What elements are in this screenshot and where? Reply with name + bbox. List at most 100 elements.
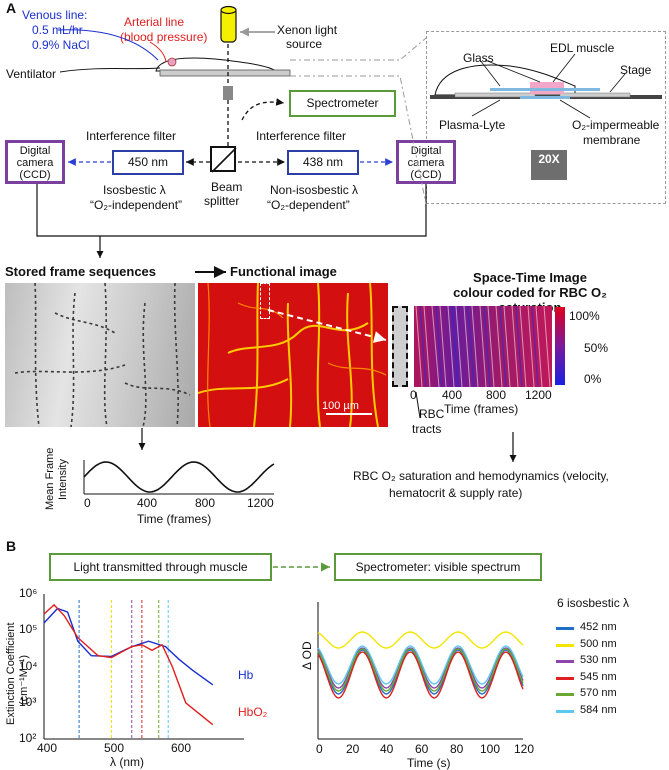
rbc-summary-1: RBC O₂ saturation and hemodynamics (velo… xyxy=(353,469,609,483)
inset-connector-top xyxy=(290,37,427,61)
mf-x-tick-0: 0 xyxy=(84,496,91,510)
legend-swatch xyxy=(556,643,574,647)
scale-bar xyxy=(326,413,372,415)
spectrometer-path xyxy=(241,98,285,121)
od-x-tick-0: 0 xyxy=(316,742,323,756)
space-time-roi xyxy=(392,306,408,387)
space-time-streaks xyxy=(415,306,551,387)
arterial-line-label-1: Arterial line xyxy=(124,15,185,29)
ventilator-label: Ventilator xyxy=(6,67,57,81)
roi-to-space-time-arrow xyxy=(267,309,387,343)
xenon-label-2: source xyxy=(286,37,323,51)
functional-vessels xyxy=(198,283,387,427)
spec-box-label: Spectrometer: visible spectrum xyxy=(355,560,521,574)
od-x-tick-40: 40 xyxy=(380,742,394,756)
right-filter-value: 438 nm xyxy=(302,155,344,169)
st-x-tick-800: 800 xyxy=(486,388,507,402)
panel-a-letter: A xyxy=(6,0,17,16)
right-lambda-2: “O₂-dependent” xyxy=(267,198,350,212)
left-lambda-2: “O₂-independent” xyxy=(90,198,183,212)
colorbar xyxy=(555,307,565,385)
right-camera-l1: Digital xyxy=(410,145,442,157)
legend-label: 452 nm xyxy=(580,621,617,633)
right-camera-l3: (CCD) xyxy=(410,169,442,181)
left-camera-l2: camera xyxy=(16,157,54,169)
arterial-line-tube xyxy=(149,41,167,63)
st-x-tick-0: 0 xyxy=(410,388,417,402)
space-time-title-1: Space-Time Image xyxy=(473,270,587,285)
spectrometer-label: Spectrometer xyxy=(306,96,379,110)
objective-label: 20X xyxy=(538,152,560,166)
camera-combine-line xyxy=(36,184,427,237)
inset-connector-bottom xyxy=(290,75,427,205)
legend-swatch xyxy=(556,709,574,713)
beam-splitter-diagonal xyxy=(211,147,237,173)
hb-curve xyxy=(43,607,214,686)
od-curve xyxy=(317,648,524,692)
inset-stage-label: Stage xyxy=(620,63,652,77)
venous-line-label-2: 0.5 mL/hr xyxy=(32,23,83,37)
extinction-plot xyxy=(43,594,244,740)
mf-x-tick-1200: 1200 xyxy=(247,496,274,510)
left-filter-box: 450 nm xyxy=(112,150,184,175)
legend-title: 6 isosbestic λ xyxy=(557,596,630,610)
ext-y-tick-6: 10⁶ xyxy=(19,586,38,600)
beam-splitter-l1: Beam xyxy=(211,180,243,194)
beam-splitter-cube xyxy=(210,146,236,172)
right-camera-l2: camera xyxy=(407,157,445,169)
od-x-tick-20: 20 xyxy=(346,742,360,756)
xenon-label-1: Xenon light xyxy=(277,23,338,37)
microscope-objective xyxy=(223,86,233,100)
hb-label: Hb xyxy=(238,668,254,682)
stored-frames-title: Stored frame sequences xyxy=(5,264,157,279)
legend-label: 530 nm xyxy=(580,654,617,666)
right-camera-box: Digital camera (CCD) xyxy=(396,140,456,184)
od-x-tick-120: 120 xyxy=(514,742,535,756)
functional-image-title: Functional image xyxy=(230,264,337,279)
inset-edl-label: EDL muscle xyxy=(550,41,615,55)
right-lambda-1: Non-isosbestic λ xyxy=(270,183,359,197)
colorbar-tick-50: 50% xyxy=(584,341,609,355)
od-curve xyxy=(317,645,524,685)
inset-drawing xyxy=(430,53,662,119)
od-x-tick-100: 100 xyxy=(480,742,501,756)
od-curve xyxy=(317,631,524,649)
space-time-image xyxy=(414,306,552,387)
ext-y-tick-2: 10² xyxy=(19,731,37,745)
ext-x-tick-400: 400 xyxy=(37,741,58,755)
inset-membrane-label-1: O₂-impermeable xyxy=(572,118,660,132)
setup-inset xyxy=(426,31,666,204)
mouse-on-stage xyxy=(155,57,291,77)
legend-swatch xyxy=(556,676,574,680)
right-filter-title: Interference filter xyxy=(256,129,347,143)
mean-frame-curve xyxy=(83,461,275,493)
od-x-tick-60: 60 xyxy=(415,742,429,756)
light-box-label: Light transmitted through muscle xyxy=(73,560,248,574)
ext-xlabel: λ (nm) xyxy=(110,755,144,769)
left-camera-l1: Digital xyxy=(19,145,51,157)
hbo2-label: HbO₂ xyxy=(238,705,268,719)
rbc-summary-2: hematocrit & supply rate) xyxy=(389,486,523,500)
mf-xlabel: Time (frames) xyxy=(137,512,212,526)
functional-image: 100 µm xyxy=(198,283,388,427)
od-xlabel: Time (s) xyxy=(407,756,451,770)
left-camera-l3: (CCD) xyxy=(19,169,51,181)
mf-x-tick-800: 800 xyxy=(195,496,216,510)
spectrometer-box: Spectrometer xyxy=(289,90,396,117)
space-time-title-2: colour coded for RBC O₂ xyxy=(453,285,607,300)
scale-bar-label: 100 µm xyxy=(322,400,359,412)
functional-roi-box xyxy=(260,283,270,319)
inset-membrane-label-2: membrane xyxy=(583,133,641,147)
legend-swatch xyxy=(556,693,574,696)
ext-x-tick-500: 500 xyxy=(104,741,125,755)
objective-lens: 20X xyxy=(531,150,567,180)
mf-x-tick-400: 400 xyxy=(137,496,158,510)
ext-y-tick-4: 10⁴ xyxy=(19,659,38,673)
left-filter-title: Interference filter xyxy=(86,129,177,143)
spectrometer-spectrum-box: Spectrometer: visible spectrum xyxy=(334,553,542,581)
colorbar-tick-100: 100% xyxy=(569,309,600,323)
light-box: Light transmitted through muscle xyxy=(49,553,272,581)
rbc-tracts-1: RBC xyxy=(419,407,445,421)
arterial-line-label-2: (blood pressure) xyxy=(120,30,208,44)
rbc-tracts-pointer xyxy=(415,391,421,419)
